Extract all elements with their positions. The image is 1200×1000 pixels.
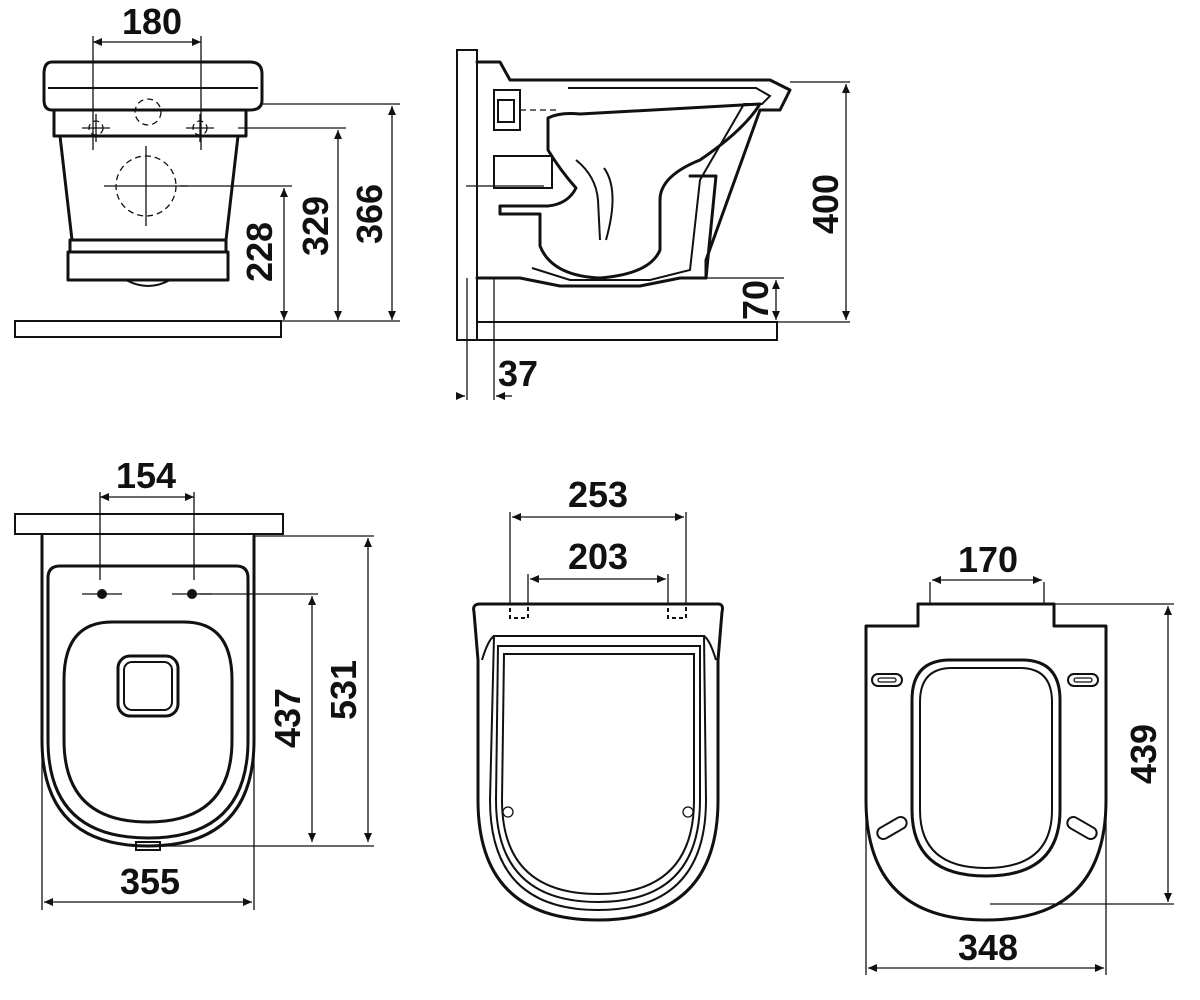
dim-355: 355: [120, 861, 180, 902]
bowl-opening: [116, 654, 180, 718]
dim-170: 170: [958, 539, 1018, 580]
front-body: [58, 134, 240, 242]
floor-hatch-side: [476, 321, 778, 341]
cover-outer: [864, 602, 1108, 922]
dim-253: 253: [568, 474, 628, 515]
dim-37: 37: [498, 353, 538, 394]
seat-outer: [472, 602, 724, 922]
dim-400: 400: [805, 174, 846, 234]
wall-hatch-top: [14, 513, 284, 535]
top-view-bowl: 154 437 531 355: [14, 455, 374, 910]
side-section-view: 400 70 37: [456, 49, 850, 400]
dim-366: 366: [349, 184, 390, 244]
front-upper-band: [52, 108, 248, 138]
cover-view: 170 439 348: [864, 539, 1174, 975]
dim-437: 437: [267, 688, 308, 748]
dim-439: 439: [1123, 724, 1164, 784]
dim-180: 180: [122, 1, 182, 42]
dim-348: 348: [958, 927, 1018, 968]
dim-203: 203: [568, 536, 628, 577]
bowl-outer: [40, 534, 256, 848]
dim-228: 228: [239, 222, 280, 282]
floor-hatch: [14, 320, 282, 338]
dim-531: 531: [323, 660, 364, 720]
front-view: 180 228 329 366: [14, 1, 400, 338]
side-bowl: [498, 102, 762, 280]
front-base: [66, 250, 230, 282]
seat-view: 253 203: [472, 474, 724, 922]
dim-70: 70: [735, 280, 776, 320]
bowl-rim: [62, 620, 234, 824]
front-top-cap: [42, 60, 264, 112]
cover-opening: [910, 658, 1062, 878]
dim-329: 329: [295, 196, 336, 256]
dim-154: 154: [116, 455, 176, 496]
side-outer-shell: [475, 60, 792, 288]
